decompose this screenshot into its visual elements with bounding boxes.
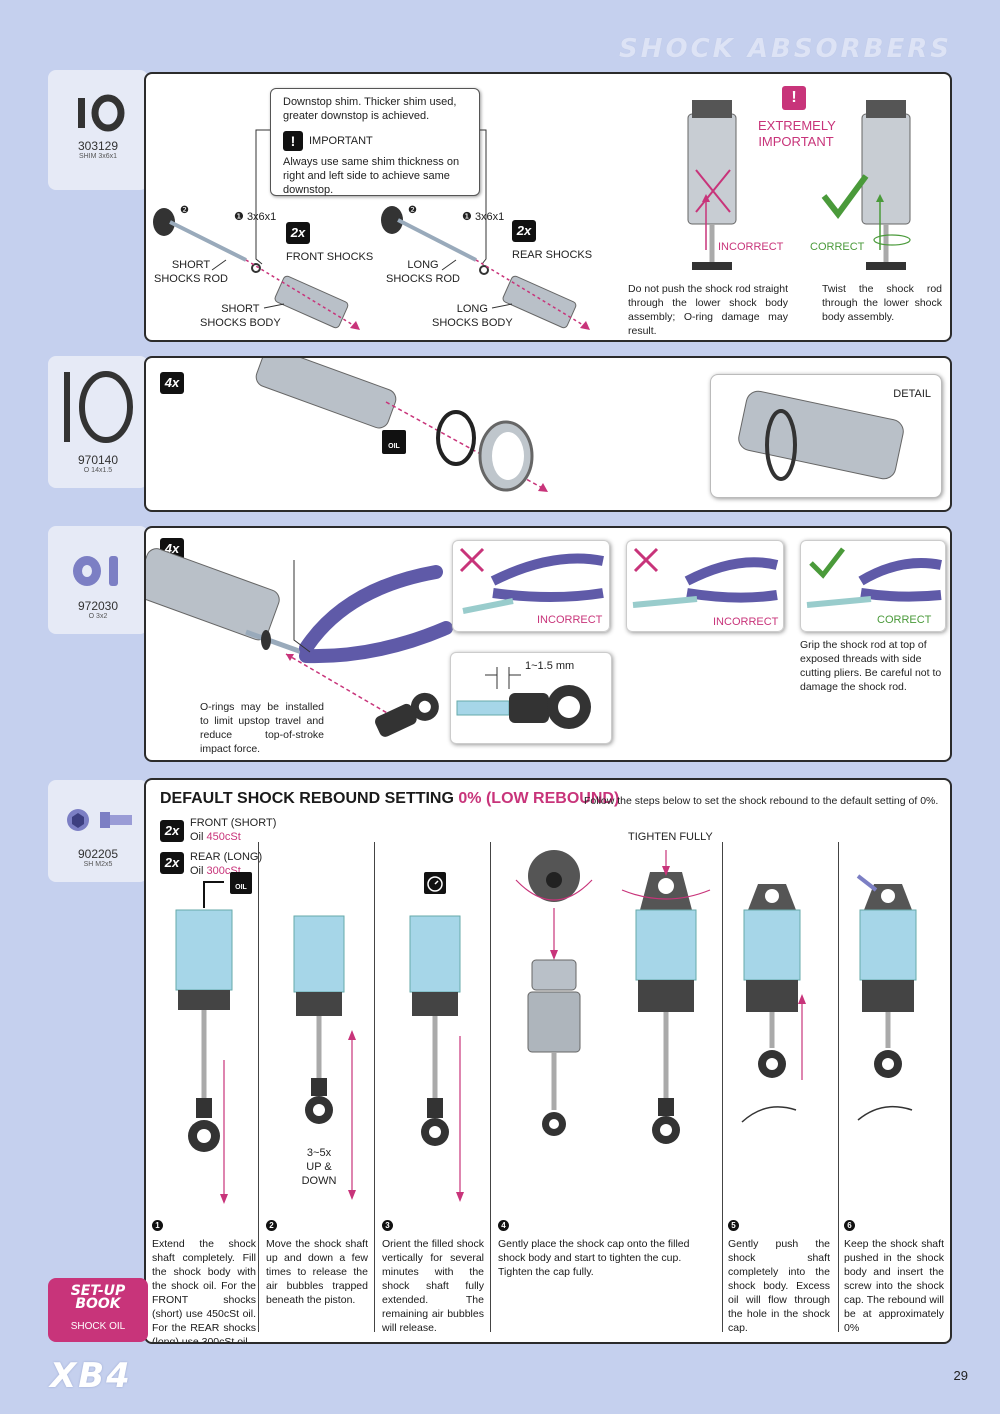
detail-label: DETAIL — [893, 388, 931, 400]
step1-shim-label: ❶ 3x6x1 — [234, 211, 277, 223]
page-number: 29 — [953, 1368, 968, 1383]
grip-note: Grip the shock rod at top of exposed thr… — [800, 639, 942, 693]
downstop-note: Downstop shim. Thicker shim used, greate… — [283, 96, 457, 122]
part-card-screw: 902205 SH M2x5 — [48, 780, 148, 882]
oil-icon: OIL — [382, 430, 406, 454]
rebound-steps-drawing — [175, 850, 917, 1204]
column-divider — [722, 842, 723, 1332]
warning-icon: ! — [283, 131, 303, 151]
correct-note: Twist the shock rod through the lower sh… — [822, 283, 942, 323]
shim-icon — [78, 94, 125, 132]
qty-badge: 2x — [512, 220, 536, 242]
tighten-fully-label: TIGHTEN FULLY — [628, 831, 713, 843]
part-desc: SH M2x5 — [83, 861, 113, 868]
column-divider — [838, 842, 839, 1332]
rear-oil-spec: REAR (LONG) Oil 300cSt — [190, 851, 263, 877]
part-desc: O 3x2 — [88, 613, 108, 620]
incorrect-cut-inset-2: INCORRECT — [626, 540, 784, 632]
panel-rebound-setting: DEFAULT SHOCK REBOUND SETTING 0% (LOW RE… — [144, 778, 952, 1344]
incorrect-label: INCORRECT — [537, 614, 603, 626]
part-number: 972030 — [77, 599, 119, 613]
column-divider — [258, 842, 259, 1332]
incorrect-cut-inset-1: INCORRECT — [452, 540, 610, 632]
extremely-important-label: EXTREMELY IMPORTANT — [758, 118, 836, 149]
short-body-label: SHORT SHOCKS BODY — [200, 303, 281, 329]
part-desc: SHIM 3x6x1 — [78, 153, 118, 160]
incorrect-label: INCORRECT — [713, 616, 779, 628]
qty-badge: 2x — [160, 852, 184, 874]
updown-label: 3~5x UP & DOWN — [301, 1147, 337, 1187]
panel-downstop-shims: Downstop shim. Thicker shim used, greate… — [144, 72, 952, 342]
correct-label: CORRECT — [810, 241, 865, 253]
qty-badge: 2x — [160, 820, 184, 842]
panel-lower-oring: 4x OIL DETAIL — [144, 356, 952, 512]
important-heading: !IMPORTANT — [283, 131, 467, 151]
screw-icon — [67, 809, 132, 831]
correct-label: CORRECT — [877, 614, 932, 626]
long-rod-label: LONG SHOCKS ROD — [386, 259, 460, 285]
oring-large-icon — [64, 371, 133, 443]
setup-book-logo: SET-UP BOOK — [70, 1283, 126, 1312]
incorrect-cut-drawing — [632, 547, 779, 608]
extremely-important-warning-icon: ! — [782, 86, 806, 110]
column-divider — [490, 842, 491, 1332]
gap-measurement: 1~1.5 mm — [525, 660, 575, 672]
part-card-oring-large: 970140 O 14x1.5 — [48, 356, 148, 488]
part-number: 902205 — [77, 847, 119, 861]
short-rod-label: SHORT SHOCKS ROD — [154, 259, 228, 285]
step2-badge: ❷ — [408, 205, 417, 216]
column-divider — [374, 842, 375, 1332]
step2-badge: ❷ — [180, 205, 189, 216]
detail-drawing — [738, 390, 904, 481]
oil-icon: OIL — [230, 872, 252, 894]
lower-oring-assembly-drawing — [255, 358, 548, 492]
rear-shocks-label: REAR SHOCKS — [512, 249, 593, 261]
shock-rod-oring-drawing — [146, 548, 453, 737]
part-number: 303129 — [77, 139, 119, 153]
part-desc: O 14x1.5 — [83, 467, 113, 474]
rebound-heading: DEFAULT SHOCK REBOUND SETTING 0% (LOW RE… — [160, 790, 620, 807]
correct-cut-inset: CORRECT — [800, 540, 946, 632]
rod-end-drawing — [456, 667, 591, 729]
front-shocks-label: FRONT SHOCKS — [286, 251, 374, 263]
part-card-shim: 303129 SHIM 3x6x1 — [48, 70, 148, 190]
panel-shock-rod-orings: 4x O-rings may be installed to limit ups… — [144, 526, 952, 762]
rod-end-gap-inset: 1~1.5 mm — [450, 652, 612, 744]
detail-inset: DETAIL — [710, 374, 942, 498]
rod-insertion-drawing — [687, 100, 911, 270]
rebound-subheading: Follow the steps below to set the shock … — [584, 795, 939, 807]
step1-shim-label: ❶ 3x6x1 — [462, 211, 505, 223]
front-oil-spec: FRONT (SHORT) Oil 450cSt — [190, 817, 277, 843]
oring-small-icon — [73, 556, 118, 586]
incorrect-label: INCORRECT — [718, 241, 784, 253]
timer-icon — [424, 872, 446, 894]
incorrect-cut-drawing — [459, 547, 604, 614]
qty-badge: 2x — [286, 222, 310, 244]
shim-assembly-drawing — [153, 129, 590, 330]
important-note-box: Downstop shim. Thicker shim used, greate… — [270, 88, 480, 196]
brand-logo: XB4 — [50, 1356, 132, 1396]
long-body-label: LONG SHOCKS BODY — [432, 303, 513, 329]
part-number: 970140 — [77, 453, 119, 467]
correct-cut-drawing — [806, 547, 942, 608]
qty-badge: 4x — [160, 372, 184, 394]
page-title: SHOCK ABSORBERS — [619, 34, 952, 64]
section-label: SHOCK OIL — [70, 1321, 126, 1332]
part-card-oring-small: 972030 O 3x2 — [48, 526, 148, 634]
incorrect-note: Do not push the shock rod straight throu… — [628, 283, 788, 337]
setup-book-badge: SET-UP BOOK SHOCK OIL — [48, 1278, 148, 1342]
oring-note: O-rings may be installed to limit upstop… — [200, 701, 324, 755]
important-note: Always use same shim thickness on right … — [283, 156, 460, 196]
